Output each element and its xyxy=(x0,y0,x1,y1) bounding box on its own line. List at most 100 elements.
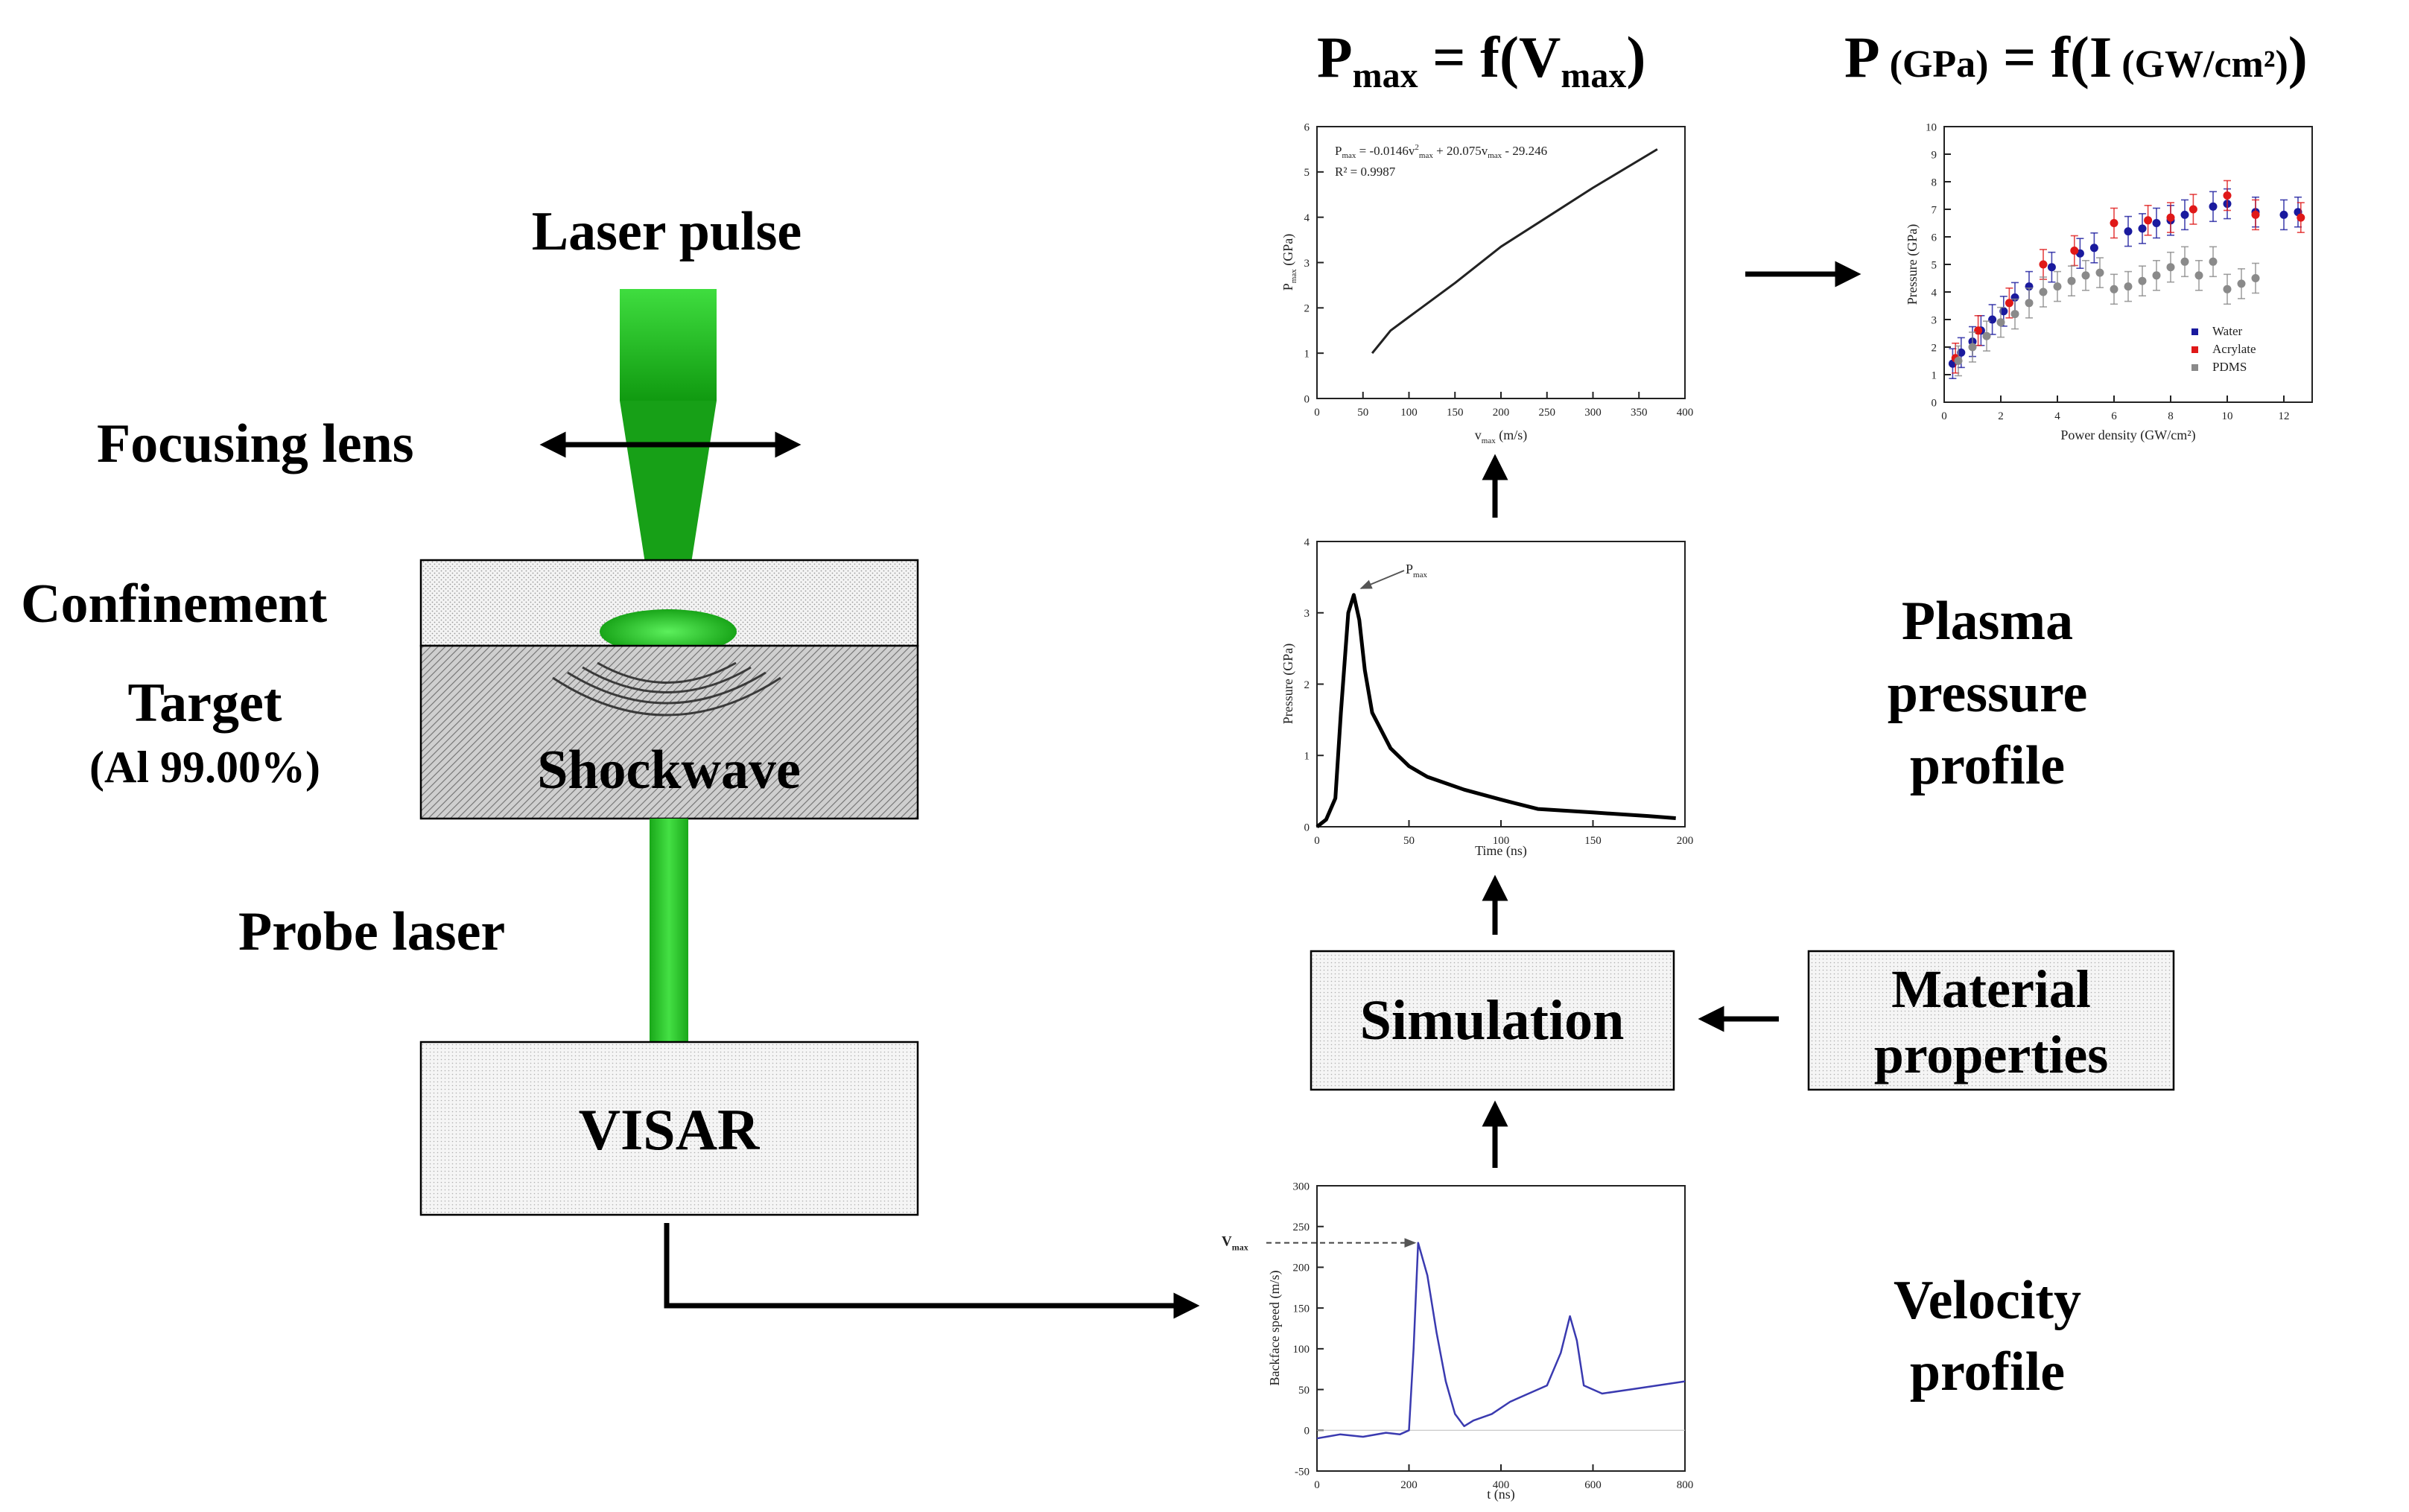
y-tick-label: 250 xyxy=(1293,1222,1310,1233)
x-tick-label: 400 xyxy=(1493,1479,1510,1491)
x-tick-label: 6 xyxy=(2111,410,2117,422)
y-tick-label: 3 xyxy=(1304,608,1310,620)
probe-laser-label: Probe laser xyxy=(238,901,505,962)
y-tick-label: 5 xyxy=(1932,259,1937,271)
visar-label: VISAR xyxy=(579,1097,761,1162)
material-properties-box xyxy=(1807,950,2175,1091)
data-point xyxy=(2039,288,2048,296)
y-tick-label: 2 xyxy=(1932,342,1937,354)
x-tick-label: 0 xyxy=(1314,407,1320,419)
pmax-annotation: Pmax xyxy=(1406,562,1427,579)
y-tick-label: 300 xyxy=(1293,1181,1310,1192)
legend-label: Water xyxy=(2212,324,2242,338)
data-point xyxy=(2110,219,2118,227)
shockwave-arcs xyxy=(552,661,781,717)
x-tick-label: 0 xyxy=(1314,835,1320,847)
p-of-i-heading: P (GPa) = f(I (GW/cm²)) xyxy=(1844,25,2308,89)
data-point xyxy=(2081,271,2090,280)
data-point xyxy=(2070,247,2079,255)
probe-laser-beam xyxy=(650,819,688,1042)
y-tick-label: 4 xyxy=(1304,536,1310,548)
x-axis-label: Power density (GW/cm²) xyxy=(2060,428,2195,443)
data-point xyxy=(2089,244,2098,252)
data-point xyxy=(2251,274,2260,282)
y-tick-label: 1 xyxy=(1304,751,1310,763)
x-tick-label: 250 xyxy=(1539,407,1556,419)
x-axis-label: vmax (m/s) xyxy=(1475,428,1527,445)
y-tick-label: 5 xyxy=(1304,167,1310,179)
pressure-curve xyxy=(1315,593,1676,828)
y-tick-label: 7 xyxy=(1932,204,1937,216)
y-tick-label: 0 xyxy=(1304,1426,1310,1438)
material-label-1: Material xyxy=(1891,959,2091,1019)
x-tick-label: 200 xyxy=(1493,407,1510,419)
x-tick-label: 100 xyxy=(1493,835,1510,847)
plasma-label-3: profile xyxy=(1910,735,2065,796)
legend-swatch xyxy=(2191,346,2198,353)
target-block xyxy=(419,644,919,820)
focusing-lens-label: Focusing lens xyxy=(97,413,414,474)
velocity-curve xyxy=(1316,1242,1686,1440)
data-point xyxy=(2110,285,2118,293)
simulation-box xyxy=(1310,950,1675,1091)
y-tick-label: 9 xyxy=(1932,149,1937,161)
data-point xyxy=(2047,263,2056,272)
visar-box xyxy=(419,1041,919,1216)
data-point xyxy=(2251,210,2260,219)
x-tick-label: 600 xyxy=(1584,1479,1602,1491)
laser-beam xyxy=(620,289,717,401)
data-point xyxy=(2180,257,2189,266)
data-point xyxy=(2124,282,2133,291)
data-point xyxy=(2010,310,2019,319)
y-tick-label: 4 xyxy=(1304,212,1310,224)
y-tick-label: 50 xyxy=(1298,1385,1310,1397)
pmax-fit-heading: Pmax = f(Vmax) xyxy=(1317,25,1645,95)
data-point xyxy=(1999,307,2008,316)
data-point xyxy=(2166,263,2175,272)
plot-frame xyxy=(1943,126,2313,403)
data-point xyxy=(2124,227,2133,236)
data-point xyxy=(2180,210,2189,219)
plasma-label-1: Plasma xyxy=(1902,591,2073,652)
fit-equation: Pmax = -0.0146v2max + 20.075vmax - 29.24… xyxy=(1335,143,1547,160)
legend-swatch xyxy=(2191,364,2198,371)
y-axis-label: Pressure (GPa) xyxy=(1280,644,1296,724)
x-tick-label: 400 xyxy=(1677,407,1694,419)
y-tick-label: 100 xyxy=(1293,1344,1310,1356)
plasma-label-2: pressure xyxy=(1888,663,2088,724)
confinement-label: Confinement xyxy=(21,574,327,635)
simulation-label: Simulation xyxy=(1360,989,1625,1052)
x-tick-label: 50 xyxy=(1403,835,1415,847)
shockwave-label: Shockwave xyxy=(537,740,801,801)
y-tick-label: 10 xyxy=(1926,121,1937,133)
data-point xyxy=(2166,213,2175,222)
data-point xyxy=(2095,268,2104,277)
data-point xyxy=(2138,224,2147,233)
x-tick-label: 50 xyxy=(1357,407,1368,419)
plot-frame xyxy=(1316,1185,1686,1472)
y-tick-label: 0 xyxy=(1304,822,1310,833)
y-tick-label: 2 xyxy=(1304,303,1310,315)
data-point xyxy=(2152,271,2161,280)
x-tick-label: 100 xyxy=(1400,407,1418,419)
y-tick-label: 0 xyxy=(1932,397,1937,409)
y-tick-label: 1 xyxy=(1304,348,1310,360)
x-tick-label: 350 xyxy=(1631,407,1648,419)
legend-swatch xyxy=(2191,328,2198,335)
x-tick-label: 2 xyxy=(1998,410,2004,422)
data-point xyxy=(2223,191,2232,200)
y-tick-label: 150 xyxy=(1293,1303,1310,1315)
material-label-2: properties xyxy=(1874,1025,2109,1084)
data-point xyxy=(1982,331,1991,340)
data-point xyxy=(2039,260,2048,269)
data-point xyxy=(2209,202,2218,211)
x-tick-label: 12 xyxy=(2279,410,2290,422)
y-tick-label: 4 xyxy=(1932,287,1937,299)
data-point xyxy=(2138,276,2147,285)
target-material-label: (Al 99.00%) xyxy=(89,743,320,792)
legend-label: Acrylate xyxy=(2212,342,2256,356)
y-axis-label: Backface speed (m/s) xyxy=(1267,1271,1283,1386)
